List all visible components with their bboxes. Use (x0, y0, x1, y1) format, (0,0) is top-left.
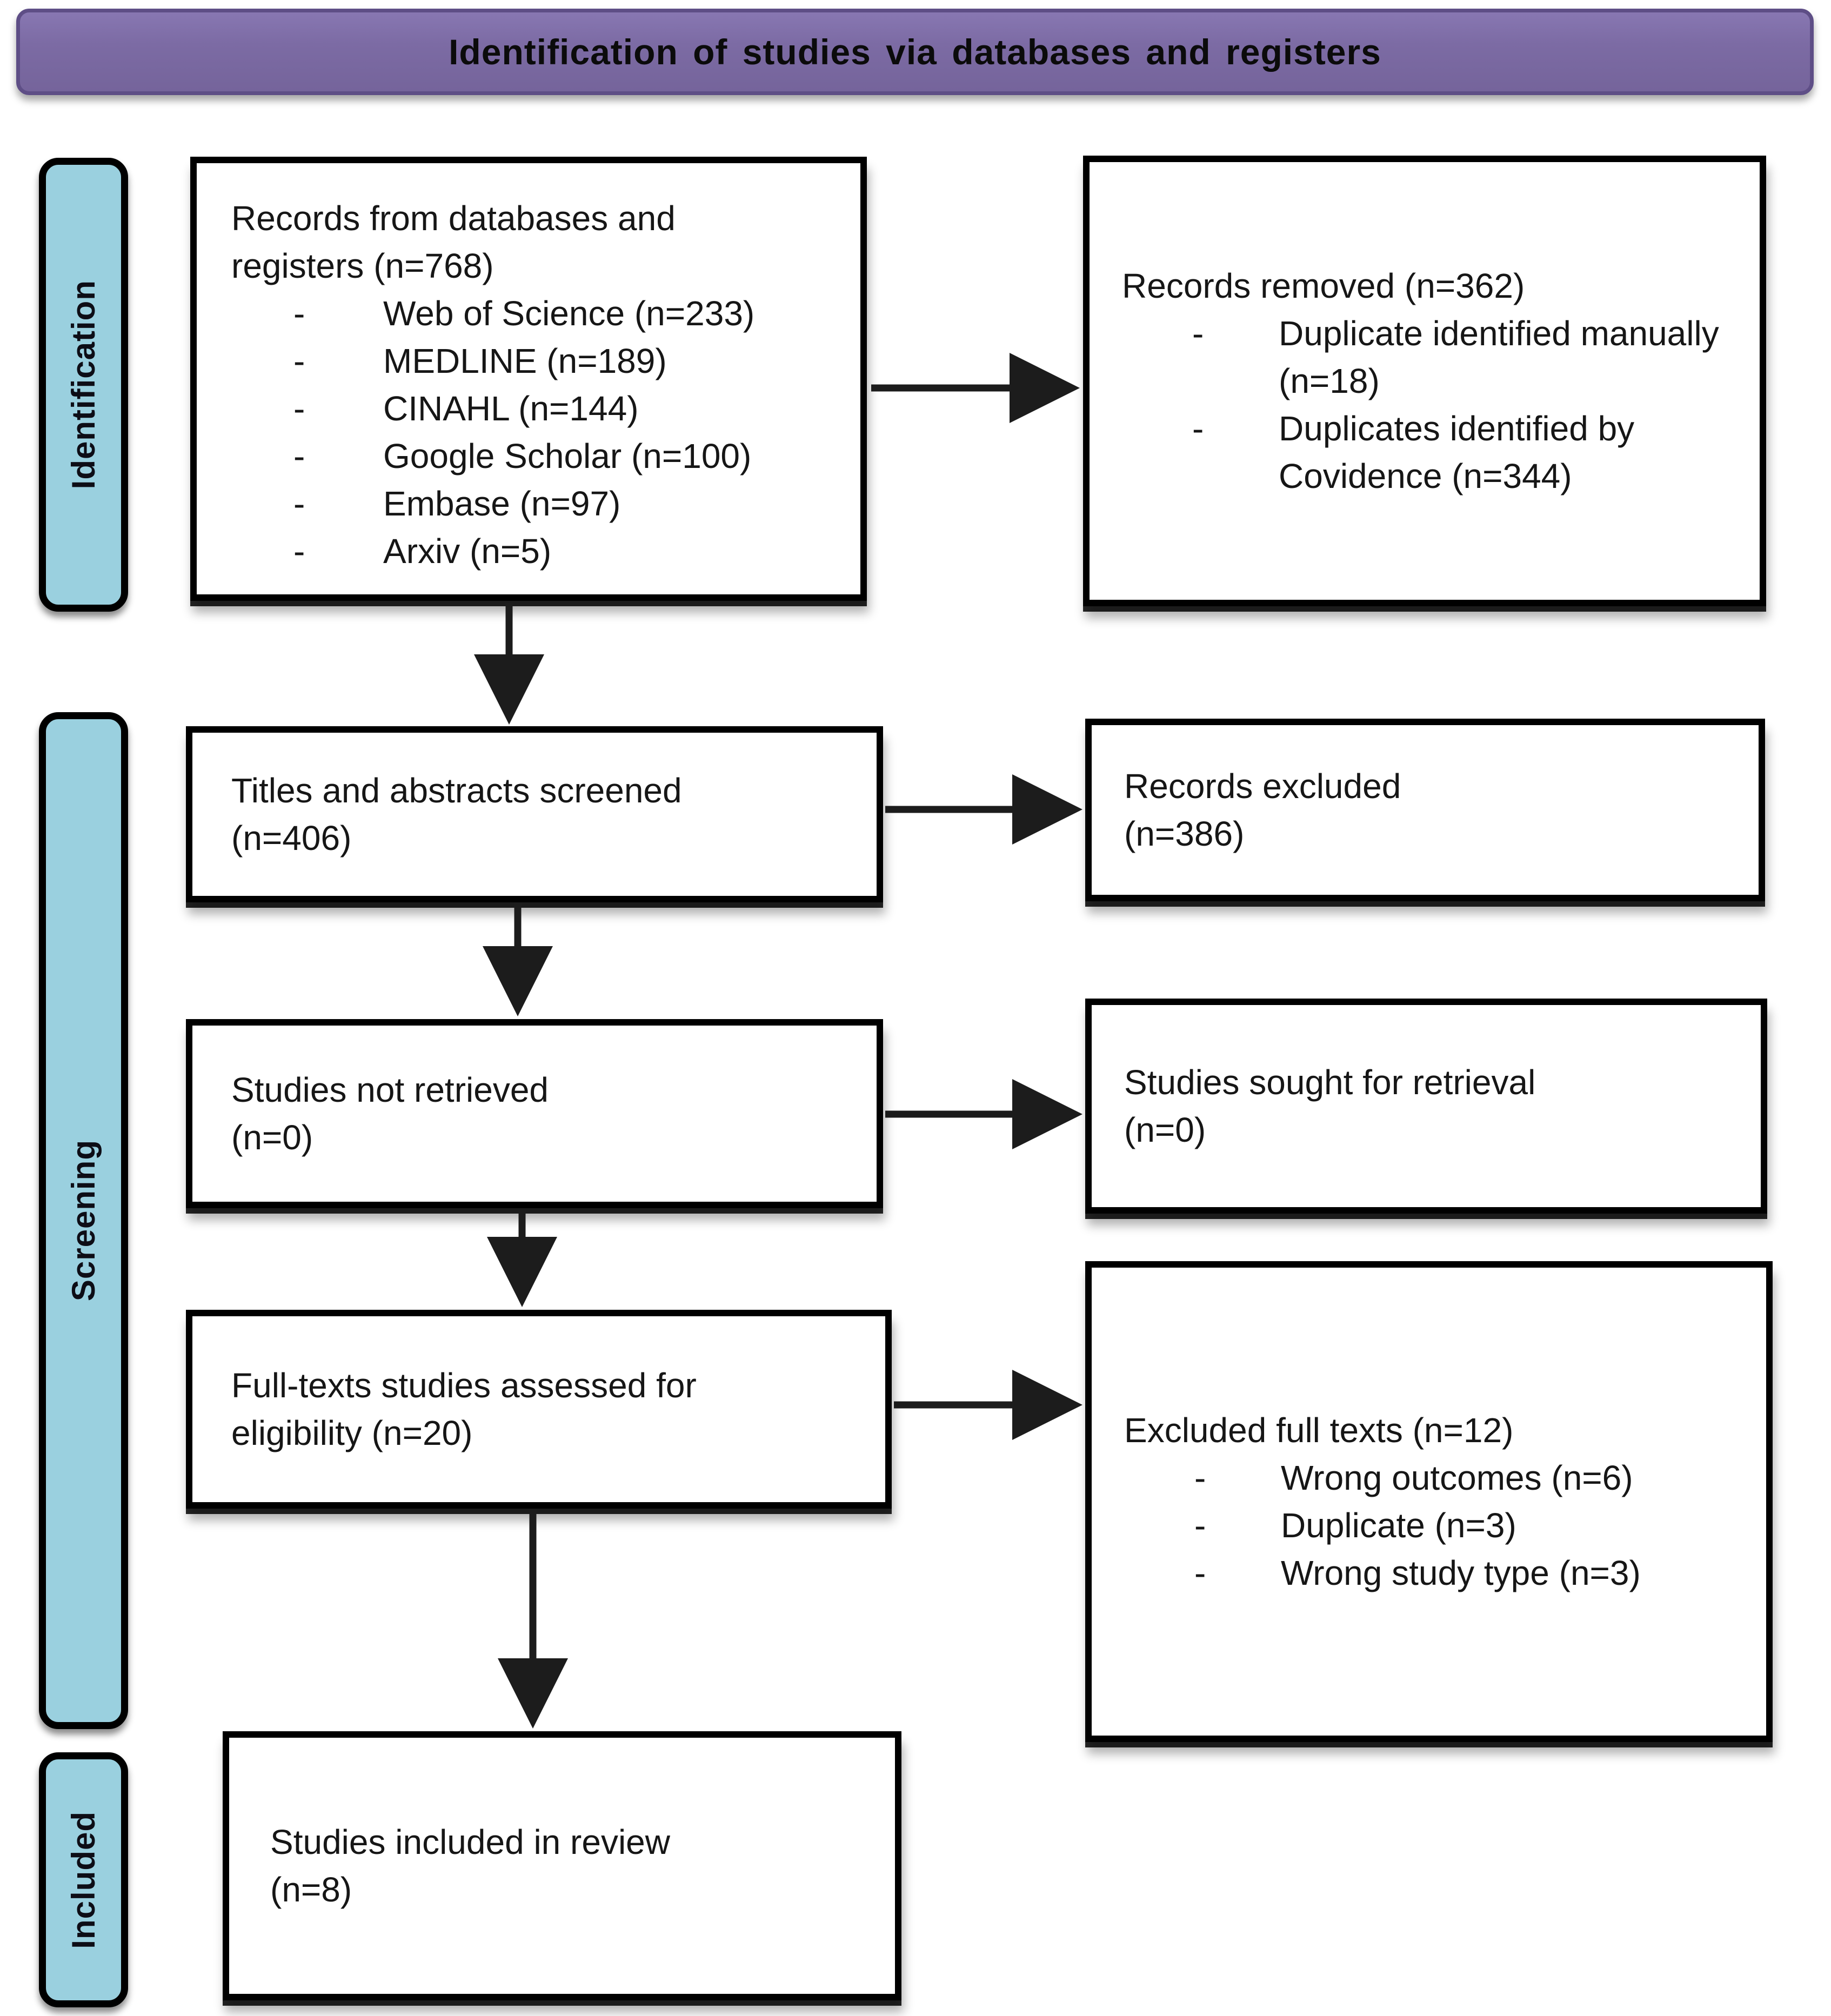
box-titles-abstracts-screened: Titles and abstracts screened (n=406) (186, 726, 883, 902)
dash-bullet: - (1194, 1553, 1206, 1592)
dash-bullet: - (1192, 409, 1204, 448)
box-excluded-title: Records excluded (n=386) (1124, 767, 1401, 853)
list-item: - Duplicates identified by Covidence (n=… (1122, 405, 1743, 500)
stage-included-label: Included (65, 1811, 102, 1949)
list-item-text: Google Scholar (n=100) (383, 437, 752, 475)
list-item: - CINAHL (n=144) (231, 385, 844, 432)
stage-screening-label: Screening (65, 1140, 102, 1302)
box-studies-sought-retrieval: Studies sought for retrieval (n=0) (1085, 999, 1767, 1214)
list-item: - Embase (n=97) (231, 480, 844, 527)
list-item-text: Embase (n=97) (383, 484, 621, 523)
list-item: - Web of Science (n=233) (231, 290, 844, 337)
box-included-title: Studies included in review (n=8) (270, 1823, 670, 1909)
box-sought-title: Studies sought for retrieval (n=0) (1124, 1063, 1536, 1149)
list-item-text: Duplicate identified manually (n=18) (1279, 314, 1719, 400)
dash-bullet: - (293, 484, 305, 523)
list-item: - Google Scholar (n=100) (231, 432, 844, 480)
box-ftexcluded-title: Excluded full texts (n=12) (1124, 1411, 1514, 1450)
box-titles-title: Titles and abstracts screened (n=406) (231, 771, 682, 858)
box-records-title: Records from databases and registers (n=… (231, 199, 676, 285)
box-fulltext-title: Full-texts studies assessed for eligibil… (231, 1366, 697, 1452)
dash-bullet: - (1194, 1458, 1206, 1497)
list-item-text: Wrong study type (n=3) (1281, 1553, 1641, 1592)
box-fulltext-assessed: Full-texts studies assessed for eligibil… (186, 1310, 892, 1509)
box-removed-title: Records removed (n=362) (1122, 266, 1525, 305)
box-records-excluded: Records excluded (n=386) (1085, 719, 1765, 901)
dash-bullet: - (293, 294, 305, 333)
list-item: - Duplicate (n=3) (1124, 1502, 1752, 1549)
box-not-retrieved-title: Studies not retrieved (n=0) (231, 1070, 549, 1157)
stage-included: Included (39, 1752, 128, 2007)
list-item-text: Web of Science (n=233) (383, 294, 755, 333)
dash-bullet: - (1194, 1506, 1206, 1545)
stage-identification: Identification (39, 158, 128, 612)
box-studies-included: Studies included in review (n=8) (223, 1731, 901, 2000)
list-item-text: Wrong outcomes (n=6) (1281, 1458, 1633, 1497)
list-item: - Arxiv (n=5) (231, 527, 844, 575)
stage-identification-label: Identification (65, 280, 102, 490)
list-item-text: Arxiv (n=5) (383, 532, 552, 571)
list-item-text: Duplicates identified by Covidence (n=34… (1279, 409, 1635, 495)
dash-bullet: - (293, 341, 305, 380)
dash-bullet: - (293, 437, 305, 475)
list-item-text: Duplicate (n=3) (1281, 1506, 1516, 1545)
list-item: - Wrong study type (n=3) (1124, 1549, 1752, 1597)
list-item-text: CINAHL (n=144) (383, 389, 639, 428)
list-item: - Wrong outcomes (n=6) (1124, 1454, 1752, 1502)
dash-bullet: - (293, 532, 305, 571)
box-studies-not-retrieved: Studies not retrieved (n=0) (186, 1019, 883, 1208)
box-excluded-full-texts: Excluded full texts (n=12) - Wrong outco… (1085, 1261, 1773, 1742)
banner: Identification of studies via databases … (16, 9, 1814, 95)
dash-bullet: - (1192, 314, 1204, 353)
stage-screening: Screening (39, 712, 128, 1729)
box-records-from-databases: Records from databases and registers (n=… (190, 157, 867, 601)
dash-bullet: - (293, 389, 305, 428)
list-item: - MEDLINE (n=189) (231, 337, 844, 385)
list-item: - Duplicate identified manually (n=18) (1122, 310, 1743, 405)
list-item-text: MEDLINE (n=189) (383, 341, 667, 380)
box-records-removed: Records removed (n=362) - Duplicate iden… (1083, 156, 1766, 606)
banner-title: Identification of studies via databases … (449, 32, 1381, 72)
